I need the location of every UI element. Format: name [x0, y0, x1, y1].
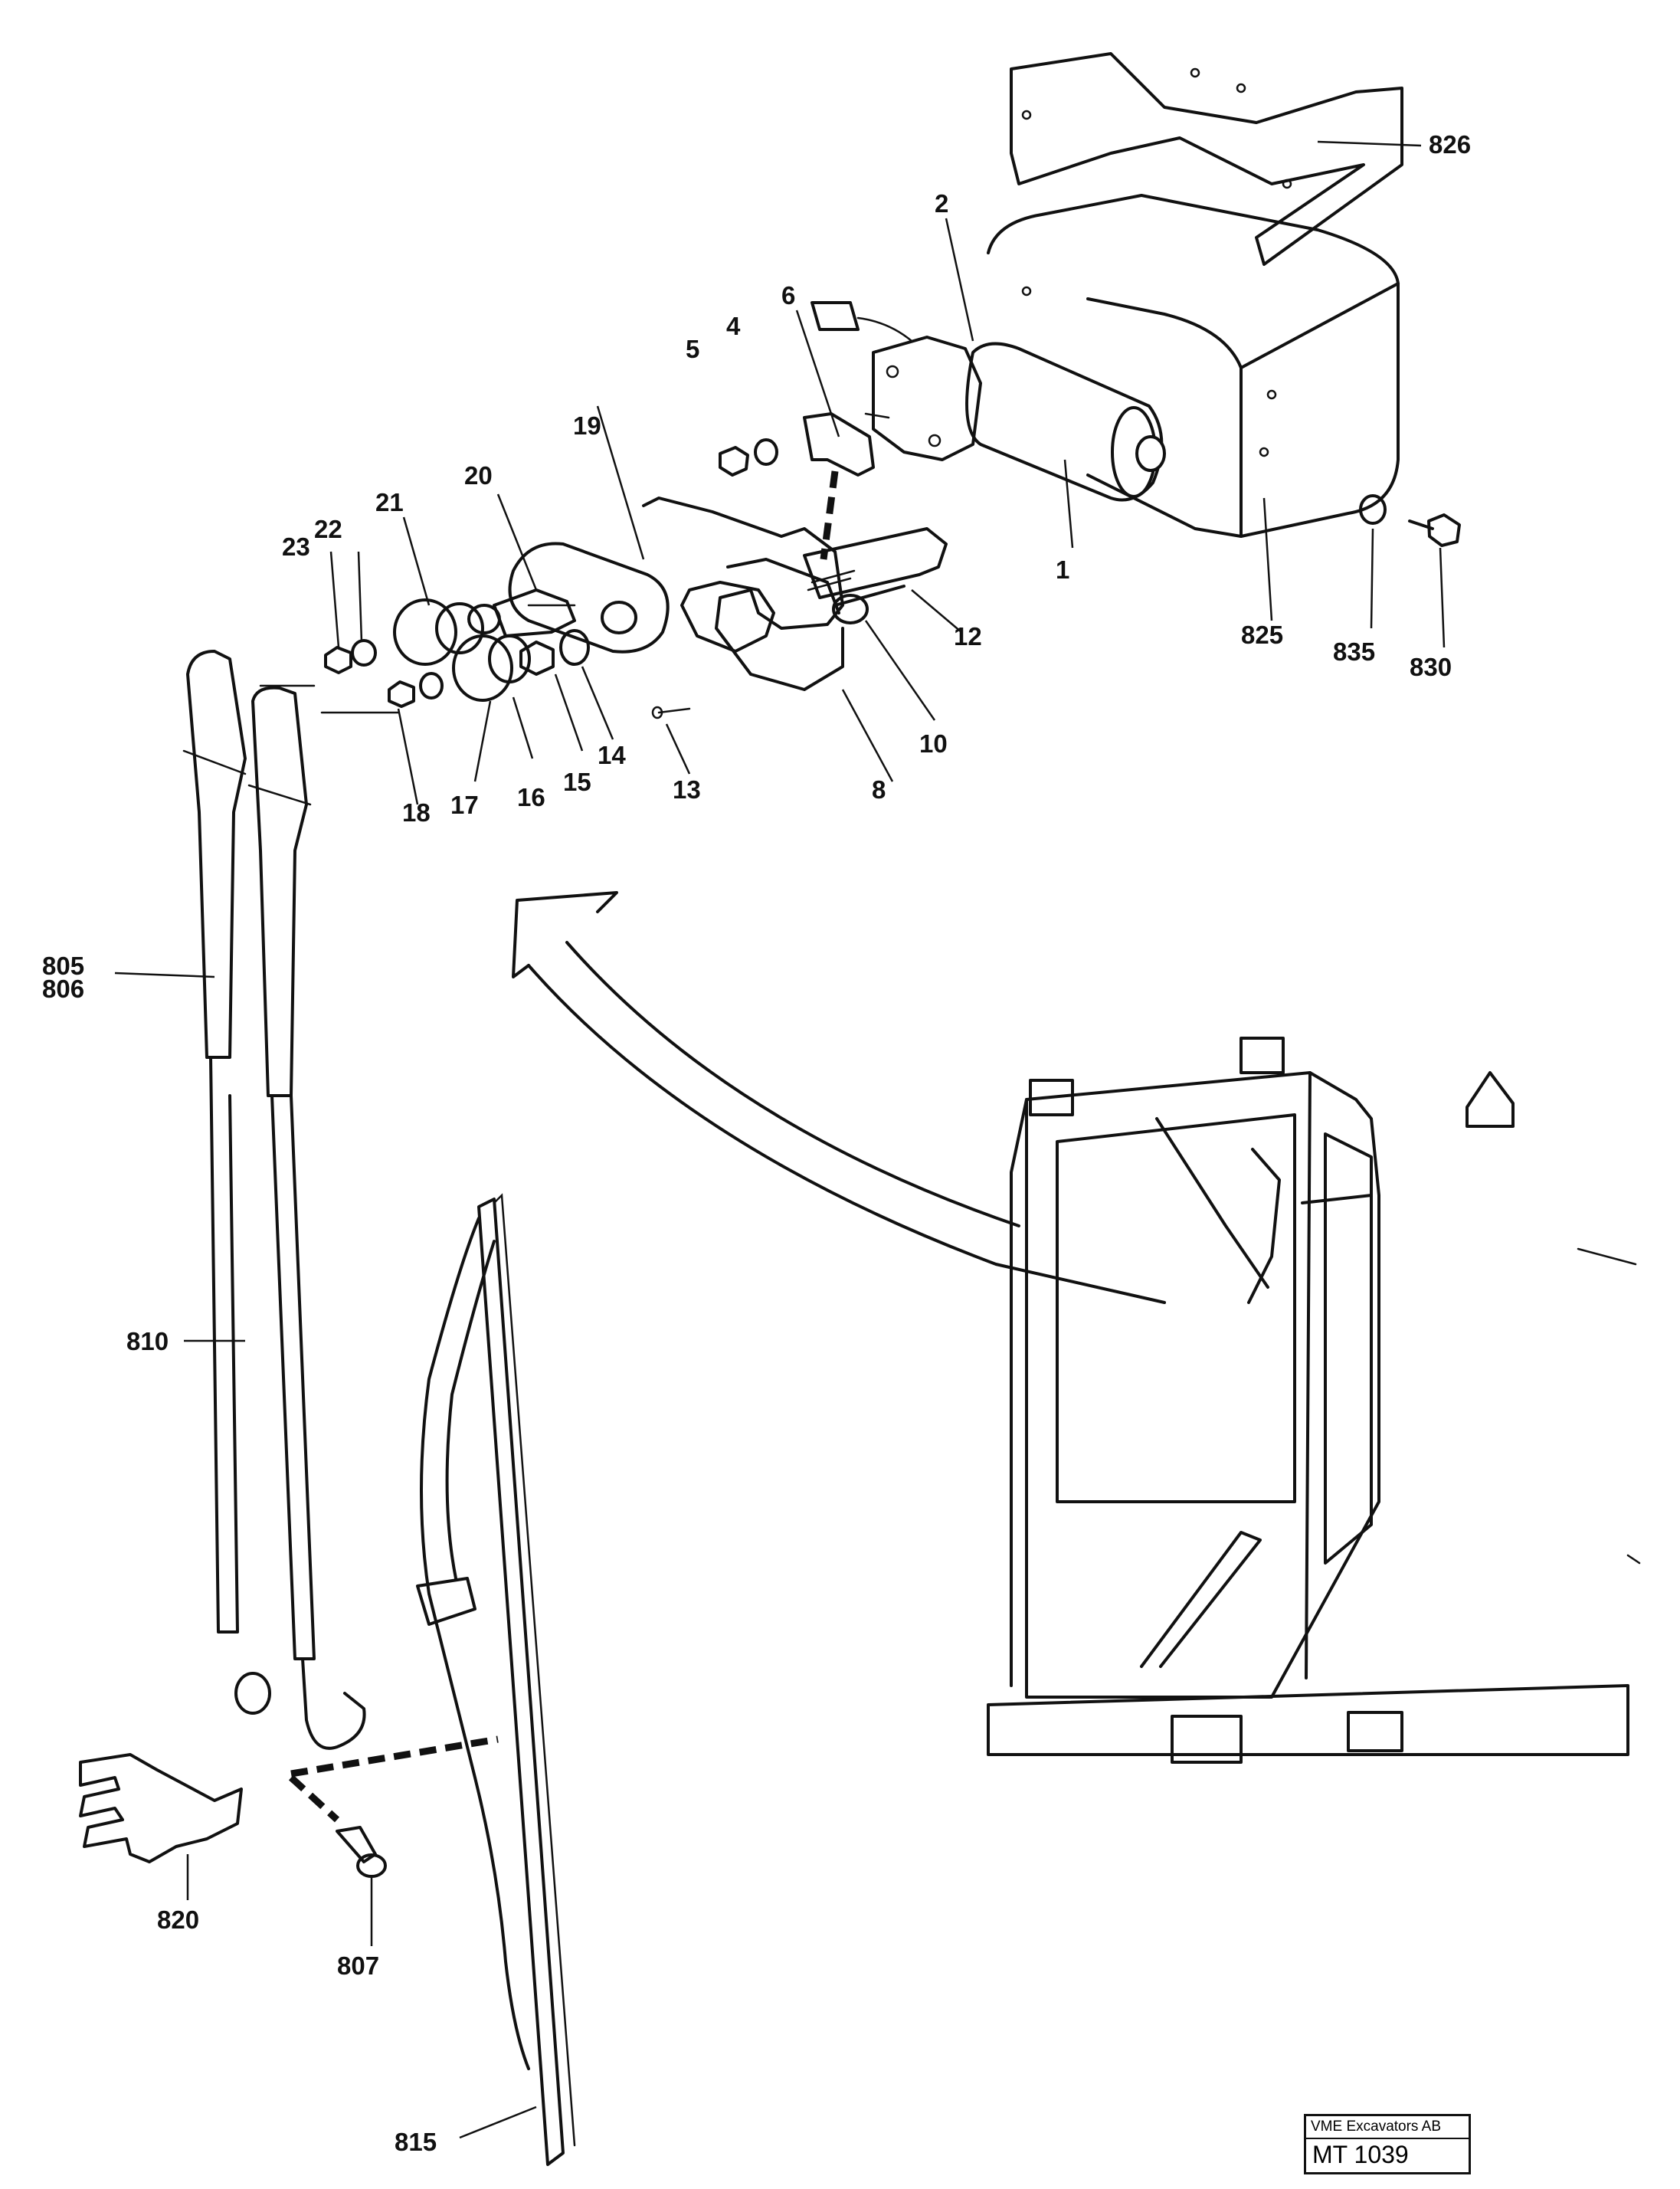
washer-835 [1359, 494, 1387, 525]
wiper-arm-805 [182, 650, 247, 1059]
drawing-number: MT 1039 [1312, 2141, 1409, 2168]
callout-22: 22 [314, 515, 342, 543]
wiper-arm-806 [247, 686, 312, 1097]
callout-10: 10 [919, 729, 948, 758]
gear-20 [493, 588, 576, 637]
washer-22 [351, 639, 377, 667]
callout-16: 16 [517, 783, 545, 811]
callout-835: 835 [1333, 637, 1375, 666]
callout-1: 1 [1056, 555, 1069, 584]
callout-820: 820 [157, 1906, 199, 1934]
gear-21 [393, 598, 501, 666]
washer-14 [559, 629, 590, 666]
gearbox-2 [811, 301, 982, 461]
callout-20: 20 [464, 461, 493, 490]
detail-arrow [512, 891, 1166, 1304]
spring-clip-820 [79, 1753, 243, 1863]
gear-16 [452, 634, 531, 702]
crank-arm-10 [832, 585, 905, 624]
bolt-830 [1408, 513, 1461, 547]
callout-4: 4 [726, 312, 741, 340]
callout-825: 825 [1241, 621, 1283, 649]
cab-illustration [987, 1037, 1641, 1764]
callout-5: 5 [686, 335, 699, 363]
linkage-plate-8 [642, 496, 844, 691]
callout-18: 18 [402, 798, 431, 827]
callout-810: 810 [126, 1327, 169, 1355]
callout-12: 12 [954, 622, 982, 650]
callout-labels: 826 2 6 4 5 19 20 21 22 23 1 12 825 835 … [42, 130, 1471, 2156]
nut-18 [388, 680, 415, 708]
callout-15: 15 [563, 768, 591, 796]
nut-5 [719, 446, 749, 477]
washer-4 [754, 438, 778, 466]
cover-plate-19 [508, 542, 670, 654]
washer-17 [419, 672, 444, 700]
callout-6: 6 [781, 281, 795, 310]
crank-arm-12 [803, 527, 948, 599]
leader-lines [114, 140, 1446, 2139]
pin-807 [336, 1826, 387, 1878]
wiper-blade-815 [416, 1193, 576, 2166]
callout-17: 17 [450, 791, 479, 819]
bracket-826 [1010, 52, 1403, 266]
company-name: VME Excavators AB [1306, 2116, 1469, 2139]
wiper-rod-810 [209, 1056, 366, 1750]
motor-housing-825 [987, 194, 1400, 538]
callout-2: 2 [935, 189, 948, 218]
callout-826: 826 [1429, 130, 1471, 159]
callout-14: 14 [598, 741, 626, 769]
callout-23: 23 [282, 533, 310, 561]
callout-19: 19 [573, 411, 601, 440]
nut-23 [324, 646, 352, 674]
nut-15 [519, 641, 555, 676]
callout-805: 805 [42, 952, 84, 980]
title-block: VME Excavators AB MT 1039 [1304, 2114, 1471, 2174]
wiper-motor-1 [965, 342, 1166, 502]
callout-21: 21 [375, 488, 404, 516]
callout-807: 807 [337, 1951, 379, 1980]
bracket-6 [803, 412, 875, 477]
callout-830: 830 [1410, 653, 1452, 681]
callout-806: 806 [42, 975, 84, 1003]
callout-815: 815 [395, 2128, 437, 2156]
screw-13 [651, 706, 691, 719]
callout-13: 13 [673, 775, 701, 804]
callout-8: 8 [872, 775, 886, 804]
